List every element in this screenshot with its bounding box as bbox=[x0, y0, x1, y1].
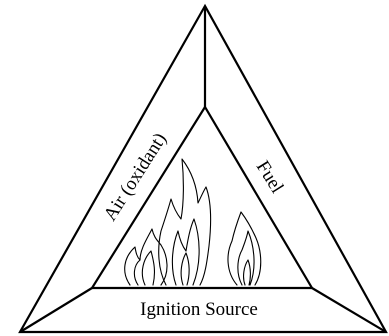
outer-triangle bbox=[20, 6, 386, 332]
flame-right-inner bbox=[238, 231, 254, 285]
flame-right-outer bbox=[228, 212, 261, 285]
side-label-ignition: Ignition Source bbox=[140, 299, 258, 320]
side-label-fuel: Fuel bbox=[252, 157, 288, 197]
left-connector bbox=[20, 288, 92, 332]
flame-center-inner bbox=[172, 219, 199, 285]
